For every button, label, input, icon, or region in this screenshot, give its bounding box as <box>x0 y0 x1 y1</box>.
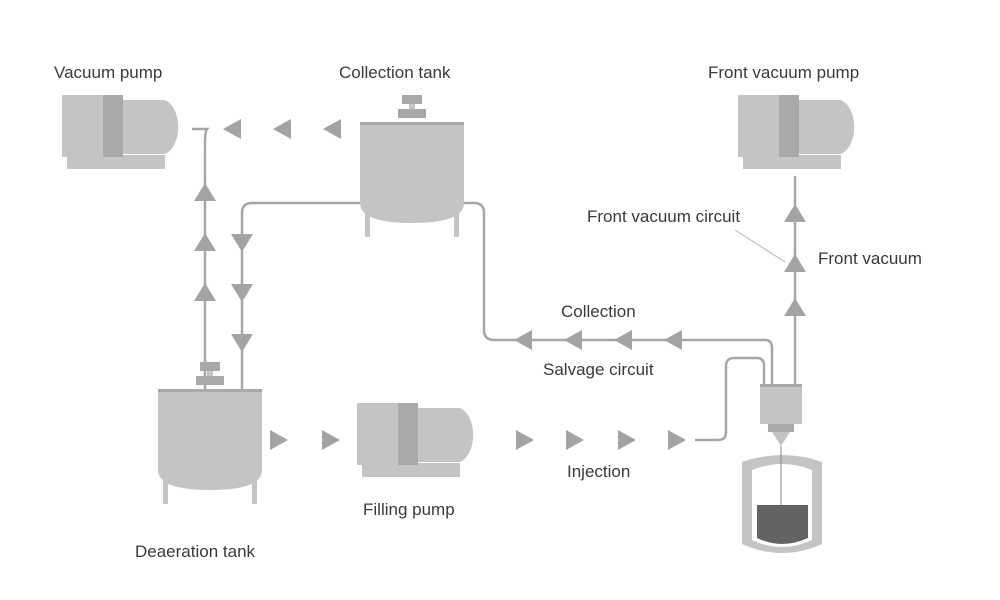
container-icon <box>742 446 822 553</box>
injection-label: Injection <box>567 462 631 481</box>
injection-pipe <box>695 356 766 442</box>
front-vacuum-label: Front vacuum <box>818 249 922 268</box>
flow-arrows <box>194 119 806 450</box>
vacuum-pump-label: Vacuum pump <box>54 63 163 82</box>
collection-label: Collection <box>561 302 636 321</box>
filling-pump-label: Filling pump <box>363 500 455 519</box>
filling-nozzle-icon <box>760 384 802 505</box>
deaeration-tank-label: Deaeration tank <box>135 542 256 561</box>
pipes <box>192 127 797 442</box>
front-vacuum-circuit-leader <box>734 229 786 263</box>
collection-return-pipe <box>240 201 360 390</box>
vacuum-pump-icon <box>62 95 179 169</box>
collection-tank-icon <box>360 95 464 237</box>
salvage-circuit-label: Salvage circuit <box>543 360 654 379</box>
front-vacuum-pump-icon <box>738 95 855 169</box>
collection-tank-label: Collection tank <box>339 63 451 82</box>
filling-pump-icon <box>357 403 474 477</box>
salvage-circuit-pipe <box>452 201 774 384</box>
front-vacuum-circuit-label: Front vacuum circuit <box>587 207 741 226</box>
front-vacuum-pump-label: Front vacuum pump <box>708 63 860 82</box>
deaeration-tank-icon <box>158 362 262 504</box>
vacuum-line-pipe <box>192 127 211 390</box>
